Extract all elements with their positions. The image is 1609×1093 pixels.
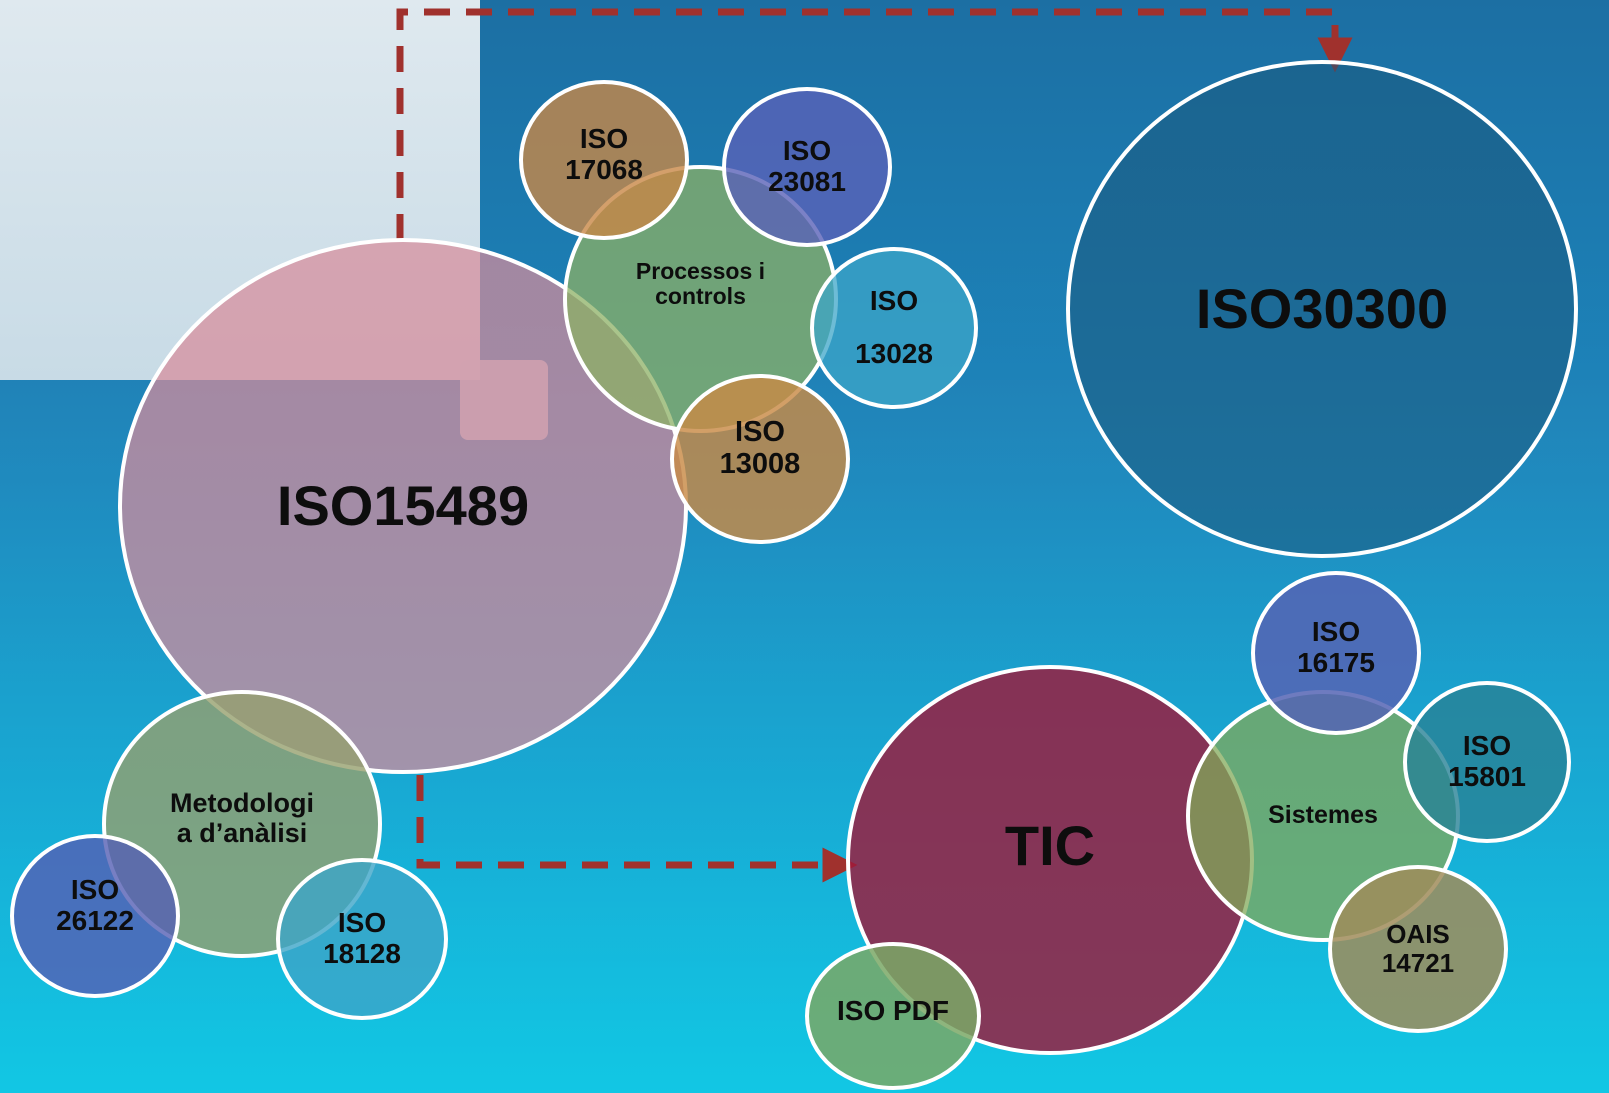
node-iso18128[interactable]: ISO 18128 (276, 858, 448, 1020)
node-iso15489-label: ISO15489 (276, 474, 530, 538)
node-iso13028[interactable]: ISO 13028 (810, 247, 978, 409)
node-processos-label: Processos i controls (635, 257, 766, 309)
node-iso18128-label: ISO 18128 (323, 907, 401, 969)
node-iso30300-label: ISO30300 (1195, 277, 1449, 341)
node-iso15801-label: ISO 15801 (1448, 730, 1526, 792)
node-oais-label: OAIS 14721 (1381, 919, 1455, 978)
node-iso17068[interactable]: ISO 17068 (519, 80, 689, 240)
node-iso16175-label: ISO 16175 (1297, 616, 1375, 678)
node-iso13008[interactable]: ISO 13008 (670, 374, 850, 544)
node-iso23081-label: ISO 23081 (768, 135, 846, 197)
node-isopdf-label: ISO PDF (836, 994, 949, 1026)
node-iso13028-label: ISO 13028 (855, 285, 933, 370)
node-iso15801[interactable]: ISO 15801 (1403, 681, 1571, 843)
node-iso13008-label: ISO 13008 (719, 416, 801, 480)
node-iso17068-label: ISO 17068 (565, 123, 643, 185)
node-sistemes-label: Sistemes (1268, 801, 1378, 830)
node-iso26122[interactable]: ISO 26122 (10, 834, 180, 998)
node-oais[interactable]: OAIS 14721 (1328, 865, 1508, 1033)
node-iso16175[interactable]: ISO 16175 (1251, 571, 1421, 735)
node-iso26122-label: ISO 26122 (56, 874, 134, 936)
node-metodologia-label: Metodologi a d’anàlisi (170, 788, 314, 848)
node-tic-label: TIC (1004, 814, 1096, 878)
node-isopdf[interactable]: ISO PDF (805, 942, 981, 1090)
node-iso23081[interactable]: ISO 23081 (722, 87, 892, 247)
node-iso30300[interactable]: ISO30300 (1066, 60, 1578, 558)
